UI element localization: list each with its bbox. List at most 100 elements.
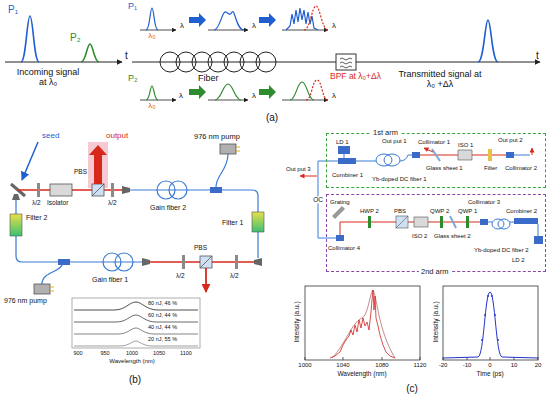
output-three-arrow xyxy=(300,176,317,177)
band-pass-filter xyxy=(340,58,352,68)
pulse-plot xyxy=(443,286,538,360)
spectrum-plot xyxy=(305,286,420,360)
ring-laser-schematic xyxy=(50,287,54,291)
ring-laser-schematic xyxy=(92,184,104,196)
pulse-plot xyxy=(443,286,538,360)
part-label: Collimator 4 xyxy=(328,245,360,252)
pulse-plot xyxy=(484,314,486,316)
part-label: Grating xyxy=(330,199,350,206)
part-label: Combiner 1 xyxy=(332,172,363,179)
ring-laser-schematic xyxy=(15,200,16,214)
first-arm-components xyxy=(532,148,533,155)
tick-label: 1000 xyxy=(298,362,311,369)
second-arm-components xyxy=(332,206,345,219)
part-label: PBS xyxy=(194,244,207,251)
spectrum-p2 xyxy=(306,80,328,100)
ring-laser-schematic xyxy=(210,187,222,193)
transmitted-signal xyxy=(478,20,498,62)
tick-label: 900 xyxy=(73,350,82,356)
axis-label: t xyxy=(125,50,128,61)
part-label: Out put 2 xyxy=(498,137,523,144)
part-label: Collimator 2 xyxy=(505,165,537,172)
axis-label: λ xyxy=(180,22,184,31)
pulse-plot xyxy=(491,295,493,297)
part-label: Filter 2 xyxy=(26,214,47,222)
spectrum-inset xyxy=(74,328,198,334)
part-label: PBS xyxy=(74,168,87,175)
ring-laser-schematic xyxy=(70,261,142,262)
part-label: 976 nm pump xyxy=(4,297,47,305)
fiber-coil xyxy=(176,52,196,72)
ring-laser-schematic xyxy=(236,147,240,151)
fiber-connector xyxy=(318,161,326,238)
pulse-plot xyxy=(487,295,489,297)
axis-label: λ xyxy=(179,92,183,101)
first-arm-components xyxy=(338,146,350,154)
pulse-plot xyxy=(443,292,538,358)
ring-laser-schematic xyxy=(222,190,258,212)
inset-legend-text: 80 nJ, 46 % xyxy=(148,300,177,306)
tick-label: -20 xyxy=(439,362,448,369)
spectrum-p1 xyxy=(214,12,244,30)
first-arm-components xyxy=(424,148,433,152)
pulse-plot xyxy=(481,295,499,341)
tick-label: 1120 xyxy=(414,362,427,369)
second-arm-components xyxy=(498,219,510,229)
ring-laser-schematic xyxy=(130,189,210,190)
signal-label: P₁ xyxy=(8,4,18,15)
second-arm-components xyxy=(414,217,428,227)
filter-label: BPF at λ₀+Δλ xyxy=(330,72,381,81)
ring-laser-schematic xyxy=(10,142,264,294)
output-three-arrow xyxy=(300,176,317,177)
fiber-label: Fiber xyxy=(198,74,219,84)
ring-laser-schematic xyxy=(88,142,108,188)
part-label: Filter xyxy=(484,165,497,172)
spectrum-p1 xyxy=(140,6,328,30)
part-label: λ/2 xyxy=(230,272,239,279)
ring-laser-schematic xyxy=(205,268,207,292)
axis-label: λ xyxy=(252,22,256,31)
second-arm-components xyxy=(336,235,344,241)
tick-label: 950 xyxy=(100,350,109,356)
spectrum-inset xyxy=(74,341,198,346)
part-label: LD 1 xyxy=(336,139,349,146)
part-label: λ/2 xyxy=(32,199,41,206)
ring-laser-schematic xyxy=(169,181,187,199)
part-label: QWP 1 xyxy=(458,208,477,215)
arm-region: 1st arm xyxy=(326,133,546,188)
fiber-coil xyxy=(256,52,276,72)
pulse-plot xyxy=(481,339,483,341)
ring-laser-schematic xyxy=(34,284,50,294)
beam-label: output xyxy=(106,132,128,141)
part-label: PBS xyxy=(394,208,406,215)
fiber-coil xyxy=(208,52,228,72)
ring-laser-schematic xyxy=(16,236,58,262)
fiber-coil xyxy=(192,52,212,72)
part-label: Collimator 3 xyxy=(468,199,500,206)
first-arm-components xyxy=(326,146,532,166)
ring-laser-schematic xyxy=(252,212,264,232)
axis-title: Wavelength (nm) xyxy=(109,358,154,365)
second-arm-components xyxy=(450,216,456,228)
part-label: Yb-doped DC fiber 2 xyxy=(474,247,529,254)
fiber-coil xyxy=(132,62,336,63)
ring-laser-schematic xyxy=(22,142,38,180)
ring-laser-schematic xyxy=(254,258,262,266)
ring-laser-schematic xyxy=(182,255,185,269)
first-arm-components xyxy=(432,149,440,161)
tick-label: 1040 xyxy=(336,362,349,369)
spectrum-p1 xyxy=(146,8,158,30)
part-label: Yb-doped DC fiber 1 xyxy=(372,176,427,183)
part-label: HWP 2 xyxy=(360,208,379,215)
spectrum-inset xyxy=(74,315,198,322)
fiber-coil xyxy=(132,52,336,72)
second-arm-components xyxy=(326,238,336,239)
part-label: LD 2 xyxy=(512,257,525,264)
ring-laser-schematic xyxy=(42,265,62,284)
part-label: 976 nm pump xyxy=(194,133,240,141)
pulse-plot xyxy=(494,314,496,316)
axis-label: λ xyxy=(252,92,256,101)
arm-region: 2nd arm xyxy=(326,194,546,272)
